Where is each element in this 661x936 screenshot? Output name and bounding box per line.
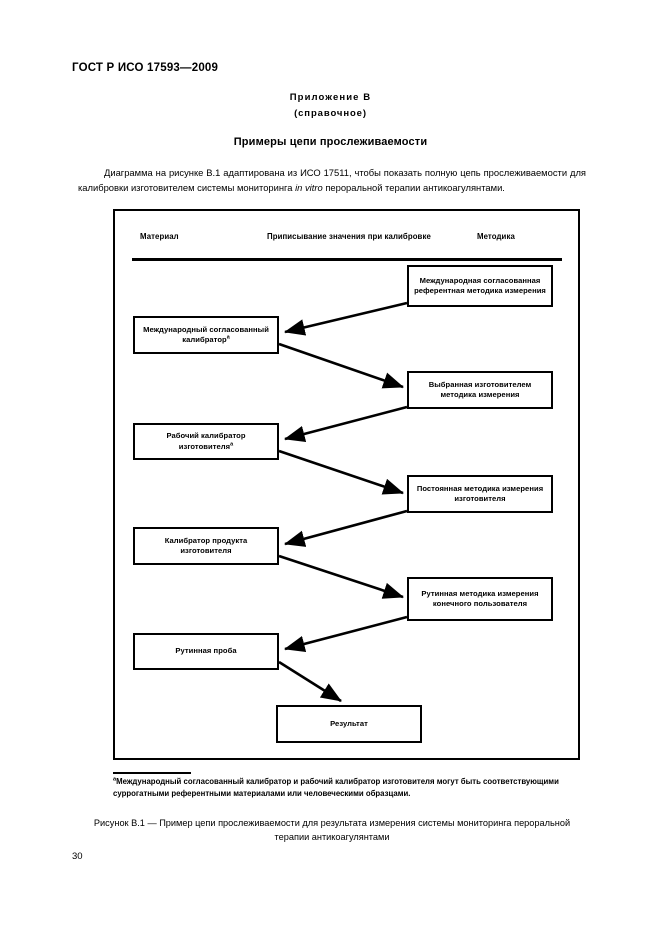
page-number: 30 [72,851,83,862]
node-international-calibrator[interactable]: Международный согласованный калибраторa [133,316,279,354]
node-selected-method[interactable]: Выбранная изготовителем методика измерен… [407,371,553,409]
node-working-calibrator[interactable]: Рабочий калибратор изготовителяa [133,423,279,460]
node-label-text: Международный согласованный калибратор [143,324,269,345]
column-header-material: Материал [140,232,179,241]
column-header-method: Методика [477,232,515,241]
annex-heading: Приложение В (справочное) [0,92,661,119]
footnote-separator [113,772,191,774]
column-header-assignment: Приписывание значения при калибровке [267,232,431,241]
figure-caption: Рисунок В.1 — Пример цепи прослеживаемос… [93,818,571,842]
footnote-text: Международный согласованный калибратор и… [113,777,559,798]
node-label-text: Рабочий калибратор изготовителя [166,431,246,451]
annex-title: Приложение В [289,92,372,103]
node-permanent-method[interactable]: Постоянная методика измерения изготовите… [407,475,553,513]
node-label: Результат [330,718,368,728]
section-title: Примеры цепи прослеживаемости [233,136,428,148]
node-label: Выбранная изготовителем методика измерен… [428,379,532,400]
node-product-calibrator[interactable]: Калибратор продукта изготовителя [133,527,279,565]
node-label: Рутинная методика измерения конечного по… [421,588,539,609]
node-label: Калибратор продукта изготовителя [164,535,248,556]
footnote-marker: a [113,776,117,783]
node-label: Рутинная проба [175,646,237,656]
node-label: Рабочий калибратор изготовителяa [139,431,273,452]
node-routine-sample[interactable]: Рутинная проба [133,633,279,670]
node-label: Постоянная методика измерения изготовите… [416,483,544,504]
intro-text-italic: in vitro [295,181,323,193]
diagram-column-headers: Материал Приписывание значения при калиб… [115,211,578,758]
node-label: Международная согласованная референтная … [414,275,546,296]
intro-paragraph: Диаграмма на рисунке В.1 адаптирована из… [78,166,586,195]
footnote-marker-superscript: a [226,334,230,341]
annex-subtitle: (справочное) [294,108,367,119]
footnote-marker-superscript: a [230,440,234,447]
document-header: ГОСТ Р ИСО 17593—2009 [72,62,219,74]
intro-text-lead: Диаграмма на рисунке В.1 адаптирована из… [78,167,586,193]
node-international-reference-method[interactable]: Международная согласованная референтная … [407,265,553,307]
figure-footnote: aМеждународный согласованный калибратор … [113,776,583,799]
node-label: Международный согласованный калибраторa [139,325,273,346]
node-routine-method[interactable]: Рутинная методика измерения конечного по… [407,577,553,621]
intro-text-tail: пероральной терапии антикоагулянтами. [322,181,505,193]
traceability-diagram: Материал Приписывание значения при калиб… [113,209,580,760]
node-result[interactable]: Результат [276,705,422,743]
header-divider-rule [132,258,562,261]
